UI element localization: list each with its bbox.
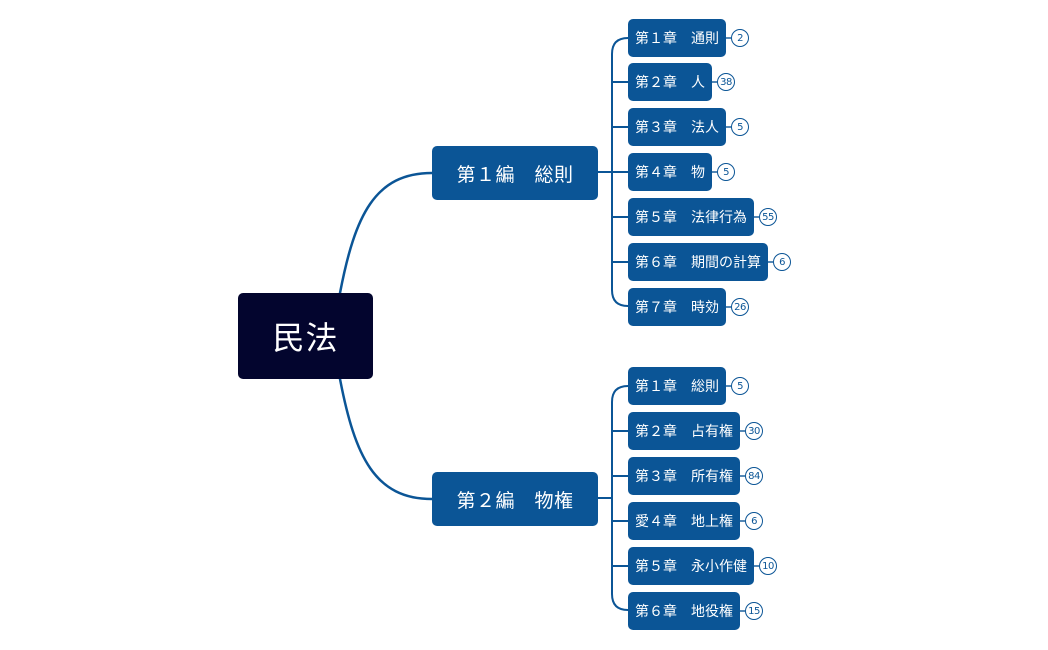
chapter-node[interactable]: 愛４章 地上権 [628, 502, 740, 540]
chapter-node[interactable]: 第２章 人 [628, 63, 712, 101]
count-badge[interactable]: 5 [731, 118, 749, 136]
chapter-node[interactable]: 第３章 法人 [628, 108, 726, 146]
count-badge[interactable]: 26 [731, 298, 749, 316]
count-badge[interactable]: 6 [773, 253, 791, 271]
root-to-part-2-line [338, 377, 434, 501]
chapter-node[interactable]: 第５章 永小作健 [628, 547, 754, 585]
count-badge[interactable]: 6 [745, 512, 763, 530]
chapter-node[interactable]: 第６章 期間の計算 [628, 243, 768, 281]
root-node[interactable]: 民法 [238, 293, 373, 379]
count-badge[interactable]: 38 [717, 73, 735, 91]
chapter-node[interactable]: 第２章 占有権 [628, 412, 740, 450]
chapter-node[interactable]: 第４章 物 [628, 153, 712, 191]
count-badge[interactable]: 10 [759, 557, 777, 575]
root-to-part-1-line [338, 171, 434, 295]
chapter-node[interactable]: 第６章 地役権 [628, 592, 740, 630]
count-badge[interactable]: 5 [717, 163, 735, 181]
chapter-node[interactable]: 第３章 所有権 [628, 457, 740, 495]
count-badge[interactable]: 5 [731, 377, 749, 395]
chapter-node[interactable]: 第１章 通則 [628, 19, 726, 57]
chapter-node[interactable]: 第５章 法律行為 [628, 198, 754, 236]
chapter-node[interactable]: 第７章 時効 [628, 288, 726, 326]
part-node-1[interactable]: 第１編 総則 [432, 146, 598, 200]
count-badge[interactable]: 84 [745, 467, 763, 485]
count-badge[interactable]: 30 [745, 422, 763, 440]
count-badge[interactable]: 55 [759, 208, 777, 226]
count-badge[interactable]: 15 [745, 602, 763, 620]
count-badge[interactable]: 2 [731, 29, 749, 47]
chapter-node[interactable]: 第１章 総則 [628, 367, 726, 405]
part-node-2[interactable]: 第２編 物権 [432, 472, 598, 526]
part-2-spine [611, 385, 629, 611]
